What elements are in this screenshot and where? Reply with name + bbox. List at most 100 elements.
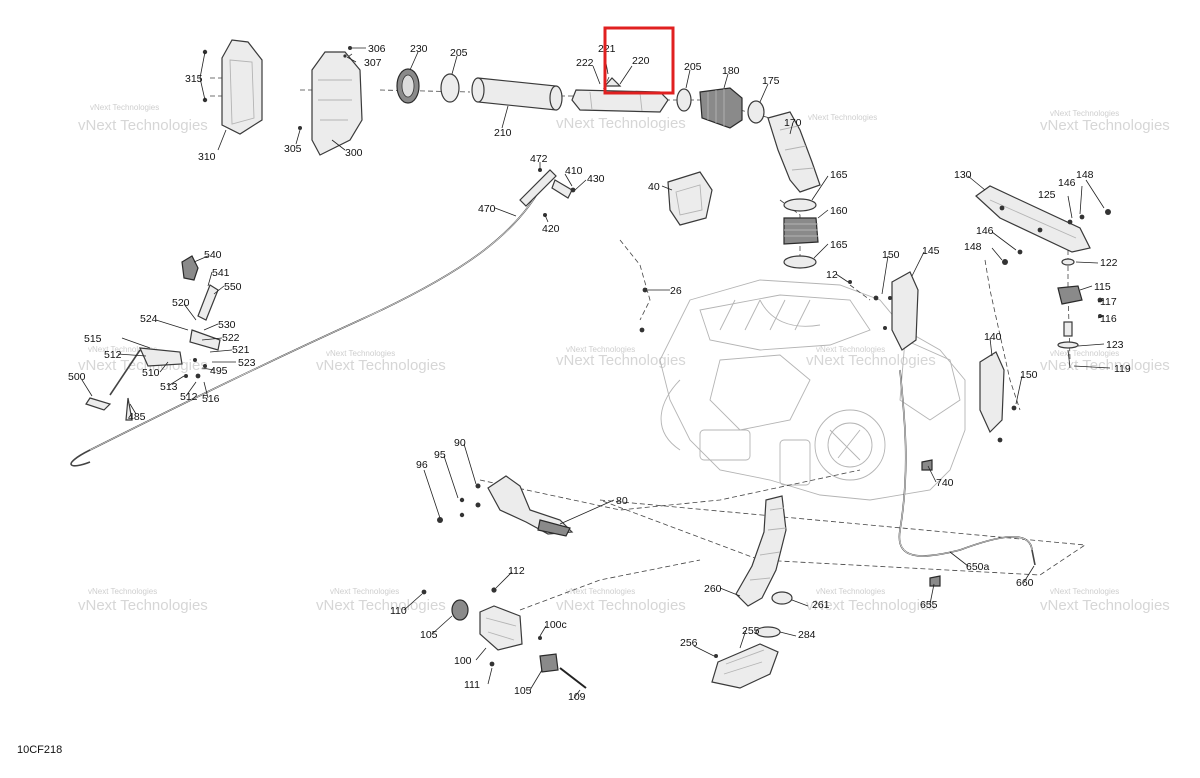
svg-text:vNext Technologies: vNext Technologies — [806, 352, 936, 369]
callout[interactable]: 123 — [1106, 339, 1124, 351]
callout[interactable]: 111 — [464, 679, 480, 691]
callout[interactable]: 110 — [390, 605, 407, 617]
callout[interactable]: 500 — [68, 371, 86, 383]
callout[interactable]: 221 — [598, 43, 616, 55]
callout[interactable]: 472 — [530, 153, 548, 165]
callout[interactable]: 307 — [364, 57, 382, 69]
hose-260 — [735, 495, 787, 607]
tube-210 — [477, 77, 557, 111]
callout[interactable]: 170 — [784, 117, 802, 129]
callout[interactable]: 146 — [976, 225, 994, 237]
callout[interactable]: 310 — [198, 151, 216, 163]
callout[interactable]: 115 — [1094, 281, 1111, 293]
callout[interactable]: 96 — [416, 459, 428, 471]
callout[interactable]: 655 — [920, 599, 938, 611]
callout[interactable]: 485 — [128, 411, 146, 423]
callout[interactable]: 650a — [966, 561, 990, 573]
clamp-205-left — [440, 73, 460, 103]
callout[interactable]: 210 — [494, 127, 512, 139]
callout[interactable]: 165 — [830, 169, 848, 181]
callout[interactable]: 550 — [224, 281, 242, 293]
screw-306 — [348, 46, 352, 50]
callout[interactable]: 495 — [210, 365, 228, 377]
callout[interactable]: 12 — [826, 269, 838, 281]
callout[interactable]: 306 — [368, 43, 386, 55]
engine-outline — [659, 279, 966, 501]
callout[interactable]: 146 — [1058, 177, 1076, 189]
callout[interactable]: 420 — [542, 223, 560, 235]
callout[interactable]: 524 — [140, 313, 158, 325]
callout[interactable]: 100 — [454, 655, 472, 667]
callout[interactable]: 430 — [587, 173, 605, 185]
callout[interactable]: 112 — [508, 565, 525, 577]
callout[interactable]: 145 — [922, 245, 940, 257]
callout[interactable]: 255 — [742, 625, 760, 637]
callout[interactable]: 105 — [514, 685, 532, 697]
callout[interactable]: 148 — [1076, 169, 1094, 181]
callout[interactable]: 109 — [568, 691, 586, 703]
callout[interactable]: 230 — [410, 43, 428, 55]
callout[interactable]: 284 — [798, 629, 816, 641]
callout[interactable]: 100c — [544, 619, 567, 631]
callout[interactable]: 95 — [434, 449, 446, 461]
callout[interactable]: 521 — [232, 344, 250, 356]
svg-text:vNext Technologies: vNext Technologies — [816, 587, 885, 596]
callout[interactable]: 512 — [104, 349, 122, 361]
callout[interactable]: 80 — [616, 495, 628, 507]
callout[interactable]: 40 — [648, 181, 660, 193]
svg-text:vNext Technologies: vNext Technologies — [556, 597, 686, 614]
callout[interactable]: 522 — [222, 332, 240, 344]
svg-text:vNext Technologies: vNext Technologies — [806, 597, 936, 614]
callout[interactable]: 222 — [576, 57, 594, 69]
clamp-165-bottom — [783, 255, 817, 269]
callout[interactable]: 140 — [984, 331, 1002, 343]
callout[interactable]: 105 — [420, 629, 438, 641]
pedal-assembly-80 — [437, 475, 574, 537]
callout[interactable]: 205 — [450, 47, 468, 59]
callout[interactable]: 26 — [670, 285, 682, 297]
callout[interactable]: 119 — [1114, 363, 1131, 375]
svg-text:vNext Technologies: vNext Technologies — [1050, 587, 1119, 596]
callout[interactable]: 740 — [936, 477, 954, 489]
callout[interactable]: 512 — [180, 391, 198, 403]
callout[interactable]: 175 — [762, 75, 780, 87]
side-cover-310 — [221, 39, 263, 135]
callout[interactable]: 117 — [1100, 296, 1117, 308]
callout[interactable]: 530 — [218, 319, 236, 331]
callout[interactable]: 513 — [160, 381, 178, 393]
pedal-80 — [487, 475, 574, 535]
callout[interactable]: 300 — [345, 147, 363, 159]
callout[interactable]: 515 — [84, 333, 102, 345]
callout[interactable]: 165 — [830, 239, 848, 251]
highlight-box — [603, 26, 675, 95]
callout[interactable]: 130 — [954, 169, 972, 181]
callout[interactable]: 150 — [1020, 369, 1038, 381]
callout[interactable]: 220 — [632, 55, 650, 67]
callout[interactable]: 125 — [1038, 189, 1056, 201]
callout[interactable]: 122 — [1100, 257, 1118, 269]
callout[interactable]: 520 — [172, 297, 190, 309]
callout[interactable]: 540 — [204, 249, 222, 261]
callout[interactable]: 510 — [142, 367, 160, 379]
callout[interactable]: 205 — [684, 61, 702, 73]
callout[interactable]: 261 — [812, 599, 830, 611]
callout[interactable]: 541 — [212, 267, 230, 279]
callout[interactable]: 523 — [238, 357, 256, 369]
callout[interactable]: 90 — [454, 437, 466, 449]
callout[interactable]: 660 — [1016, 577, 1034, 589]
callout[interactable]: 148 — [964, 241, 982, 253]
callout[interactable]: 305 — [284, 143, 302, 155]
callout[interactable]: 410 — [565, 165, 583, 177]
diagram-code: 10CF218 — [17, 744, 63, 756]
callout[interactable]: 256 — [680, 637, 698, 649]
callout[interactable]: 160 — [830, 205, 848, 217]
throttle-cable-assembly — [70, 168, 713, 467]
callout[interactable]: 180 — [722, 65, 740, 77]
callout[interactable]: 315 — [185, 73, 203, 85]
callout[interactable]: 116 — [1100, 313, 1117, 325]
callout[interactable]: 470 — [478, 203, 496, 215]
callout[interactable]: 260 — [704, 583, 722, 595]
callout[interactable]: 516 — [202, 393, 220, 405]
callout[interactable]: 150 — [882, 249, 900, 261]
